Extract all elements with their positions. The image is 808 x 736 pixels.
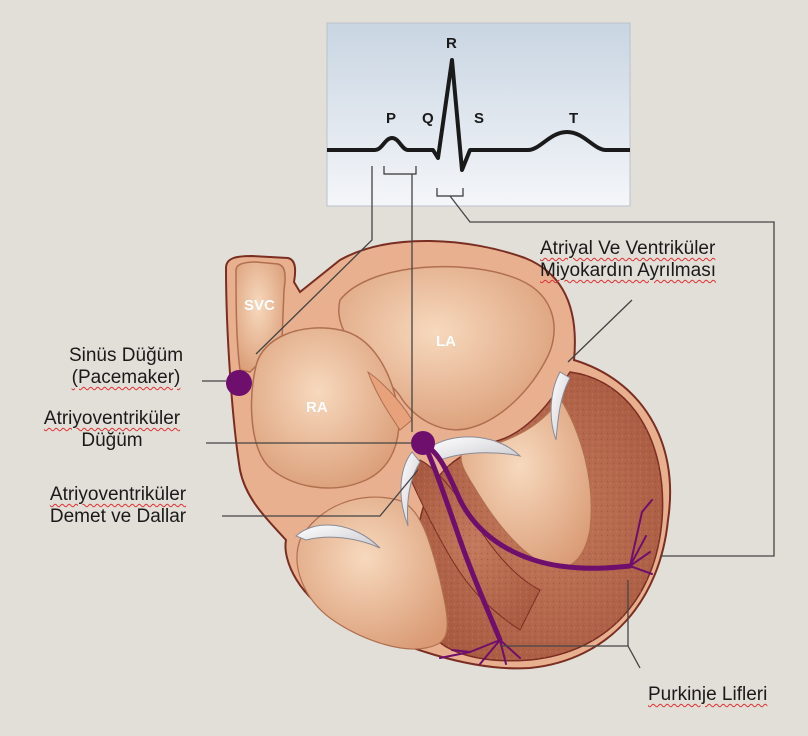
separation-label: Atriyal Ve Ventriküler Miyokardın Ayrılm…: [540, 238, 780, 282]
sinus-node-label: Sinüs Düğüm (Pacemaker): [36, 345, 216, 389]
label-svc: SVC: [244, 297, 275, 314]
av-node-label-line2: Düğüm: [12, 430, 212, 452]
av-bundle-label-line1: Atriyoventriküler: [18, 484, 218, 506]
ecg-wave-p: P: [386, 110, 396, 127]
label-la: LA: [436, 333, 456, 350]
av-bundle-label-line2: Demet ve Dallar: [18, 506, 218, 528]
ecg-wave-t: T: [569, 110, 578, 127]
separation-label-line2: Miyokardın Ayrılması: [540, 260, 780, 282]
sinus-node-label-line2: (Pacemaker): [36, 367, 216, 389]
av-node-label-line1: Atriyoventriküler: [12, 408, 212, 430]
av-node: [411, 431, 435, 455]
sinus-node: [226, 370, 252, 396]
purkinje-label-text: Purkinje Lifleri: [648, 684, 798, 706]
label-ra: RA: [306, 399, 328, 416]
ecg-wave-q: Q: [422, 110, 434, 127]
av-node-label: Atriyoventriküler Düğüm: [12, 408, 212, 452]
ecg-wave-r: R: [446, 35, 457, 52]
ecg-wave-s: S: [474, 110, 484, 127]
av-bundle-label: Atriyoventriküler Demet ve Dallar: [18, 484, 218, 528]
sinus-node-label-line1: Sinüs Düğüm: [36, 345, 216, 367]
separation-label-line1: Atriyal Ve Ventriküler: [540, 238, 780, 260]
leader-purkinje-label: [628, 646, 640, 668]
leader-separation-label: [568, 300, 632, 362]
purkinje-label: Purkinje Lifleri: [648, 684, 798, 706]
heart: SVC RA LA: [226, 241, 670, 668]
